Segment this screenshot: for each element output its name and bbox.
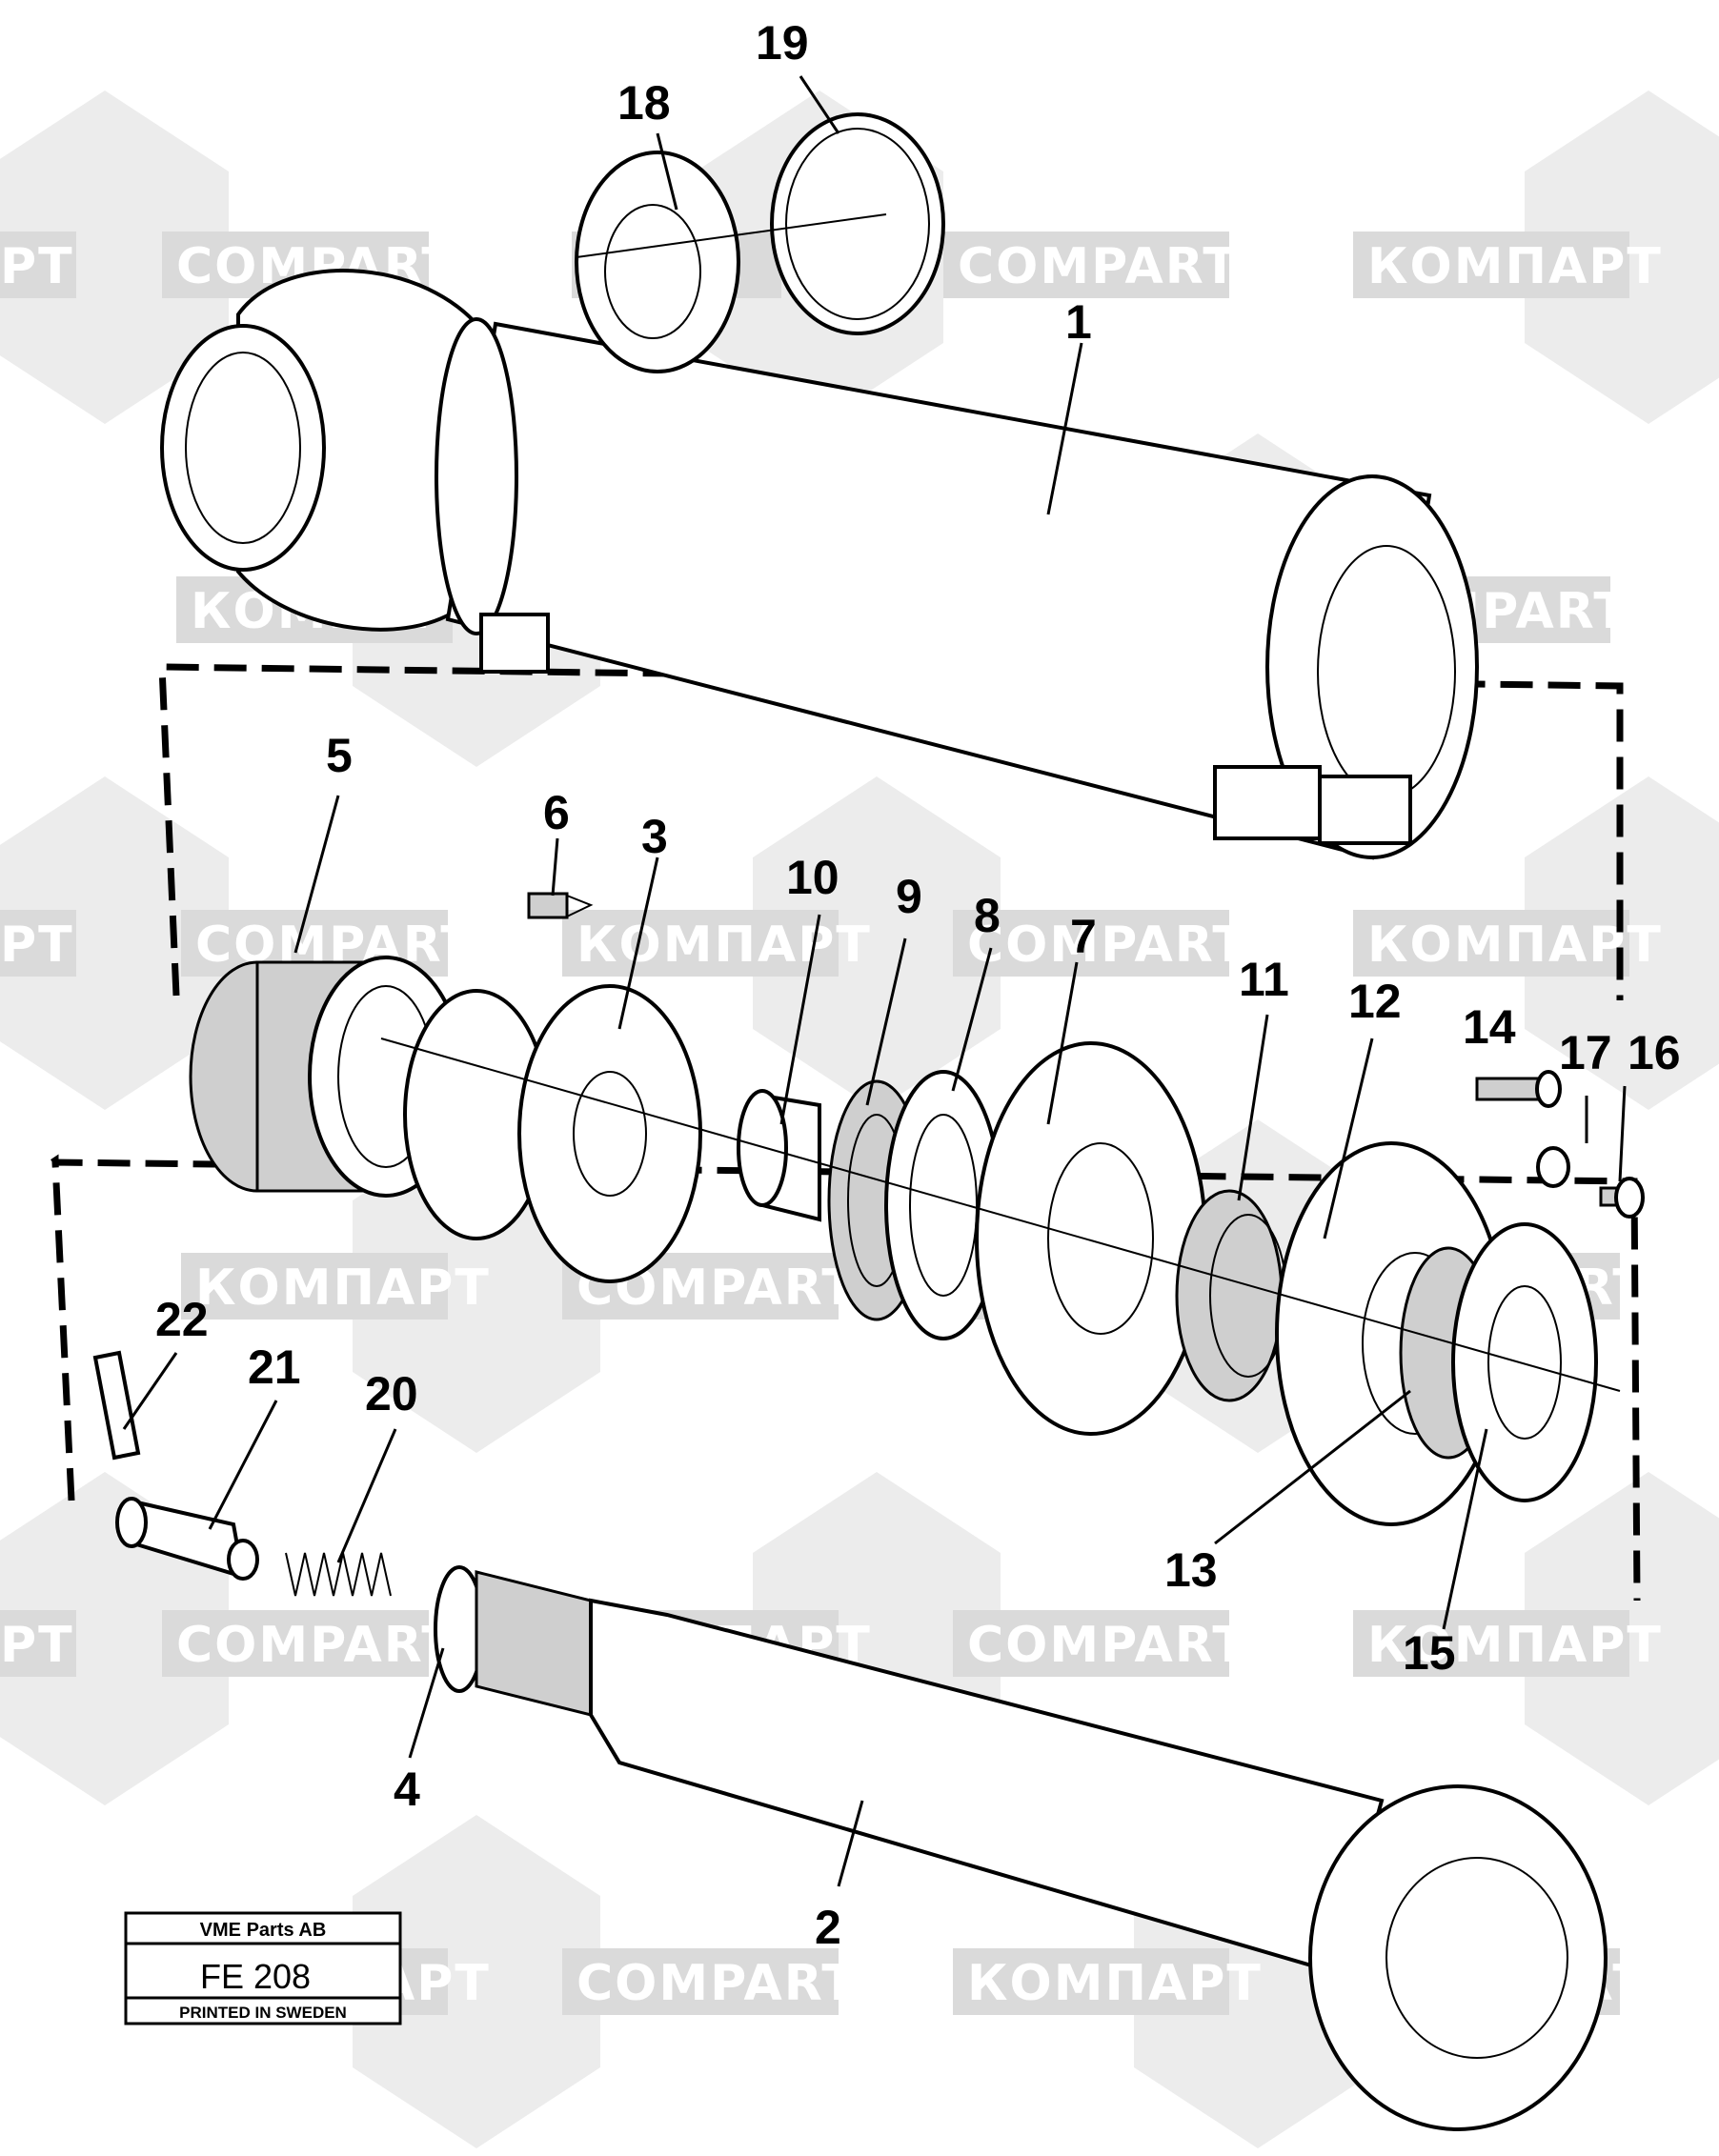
leader-lines [122,75,1627,1887]
callout-9: 9 [896,870,922,923]
part-16-plug [1599,1177,1645,1219]
part-20-spring [285,1552,392,1597]
part-14-bolt [1475,1070,1562,1108]
watermark-word: PT [0,1617,74,1674]
title-block-printed: PRINTED IN SWEDEN [179,2004,347,2022]
part-3-guide [403,984,702,1283]
watermark-word: КОМПАРТ [576,917,872,974]
watermark-word: КОМПАРТ [1367,238,1663,295]
callout-11: 11 [1239,953,1289,1006]
part-22-pin [92,1350,141,1461]
title-block: VME Parts AB FE 208 PRINTED IN SWEDEN [124,1911,402,2025]
callouts: 1 2 3 4 5 6 7 8 9 10 11 12 13 14 15 16 1… [155,16,1681,1954]
callout-21: 21 [248,1340,301,1394]
callout-13: 13 [1164,1543,1218,1597]
watermark-word: PT [0,238,74,295]
callout-4: 4 [394,1763,420,1816]
part-6-screw [527,892,594,919]
part-21-valve [115,1497,259,1581]
callout-18: 18 [617,76,671,130]
part-2-piston-rod [475,1570,1608,2131]
callout-17: 17 [1559,1026,1612,1079]
callout-2: 2 [815,1901,841,1954]
callout-10: 10 [786,851,839,904]
callout-19: 19 [756,16,809,70]
part-8-seal [884,1070,1002,1340]
callout-6: 6 [543,786,570,839]
watermark-word: COMPART [967,1617,1248,1674]
watermark-word: КОМПАРТ [1367,1617,1663,1674]
callout-7: 7 [1070,910,1097,963]
watermark-word: COMPART [967,917,1248,974]
watermark-word: КОМПАРТ [967,1955,1263,2012]
part-7-flange [975,1041,1207,1436]
callout-15: 15 [1403,1626,1456,1680]
part-1-cylinder-tube [160,269,1479,860]
part-5-piston [189,956,464,1198]
watermark-word: COMPART [958,238,1239,295]
watermark-word: КОМПАРТ [195,1259,491,1317]
piston-axis [380,1038,1621,1392]
callout-8: 8 [974,889,1001,942]
callout-12: 12 [1348,975,1402,1028]
callout-16: 16 [1628,1026,1681,1079]
watermark-word: КОМПАРТ [1367,917,1663,974]
callout-14: 14 [1463,1000,1516,1054]
callout-20: 20 [365,1367,418,1421]
callout-5: 5 [326,729,353,782]
part-10-sleeve [737,1089,821,1222]
callout-22: 22 [155,1293,209,1346]
part-17-washer [1536,1146,1570,1188]
watermark-word: COMPART [576,1955,858,2012]
title-block-code: FE 208 [200,1957,311,1996]
watermark-word: COMPART [176,1617,457,1674]
callout-1: 1 [1065,295,1092,349]
part-15-retainer [1451,1222,1598,1502]
callout-3: 3 [641,810,668,863]
part-19-circlip [576,112,945,335]
title-block-company: VME Parts AB [200,1920,327,1941]
watermark-word: PT [0,917,74,974]
part-18-bushing [575,151,740,373]
